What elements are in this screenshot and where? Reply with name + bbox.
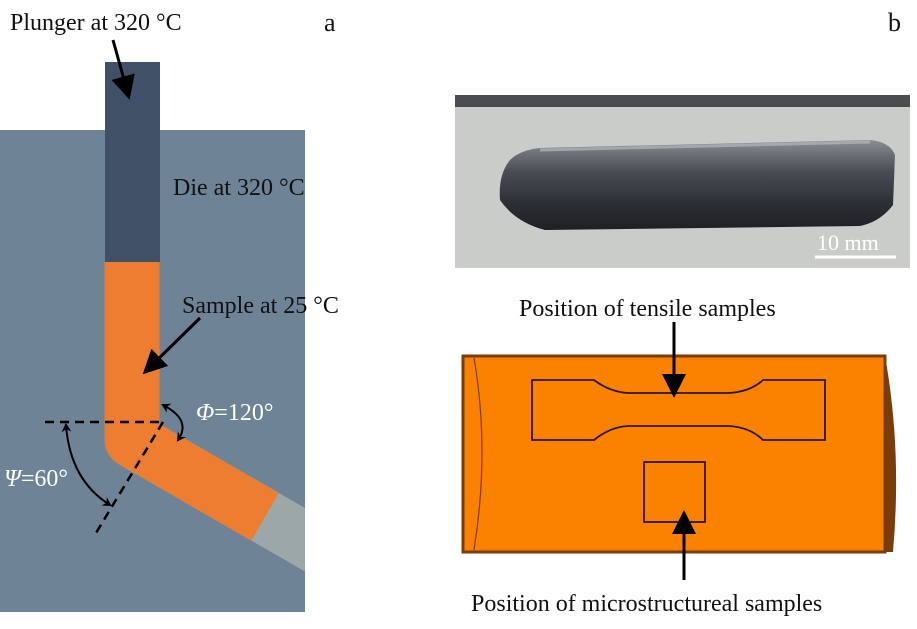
panel-b-label: b — [888, 8, 901, 37]
dashed-diagonal — [94, 421, 165, 534]
sample-label: Sample at 25 °C — [182, 293, 339, 319]
panel-b: b 10 mm Position of tensile samples Posi… — [455, 8, 910, 617]
plunger — [105, 62, 160, 262]
panel-a-label: a — [324, 8, 336, 37]
psi-label: Ψ=60° — [4, 466, 68, 492]
sample-arrow — [142, 316, 202, 375]
phi-value: =120° — [214, 400, 273, 426]
tensile-label: Position of tensile samples — [519, 296, 776, 322]
die-label: Die at 320 °C — [173, 175, 305, 201]
phi-label: Φ=120° — [196, 400, 273, 426]
tensile-specimen-outline — [531, 379, 826, 441]
billet-schematic — [461, 354, 897, 554]
sample — [104, 262, 279, 541]
psi-arc-arrow — [61, 423, 112, 507]
plunger-arrow — [111, 39, 135, 100]
phi-arc-arrow — [161, 403, 187, 442]
psi-symbol: Ψ — [4, 466, 23, 492]
plunger-label: Plunger at 320 °C — [10, 10, 182, 36]
micro-label: Position of microstructureal samples — [471, 591, 822, 617]
phi-symbol: Φ — [196, 400, 214, 426]
psi-value: =60° — [21, 466, 68, 492]
panel-a: Plunger at 320 °C a Die at 320 °C Sample… — [0, 8, 339, 612]
sample-photo: 10 mm — [455, 95, 910, 268]
scale-bar-label: 10 mm — [817, 230, 879, 255]
